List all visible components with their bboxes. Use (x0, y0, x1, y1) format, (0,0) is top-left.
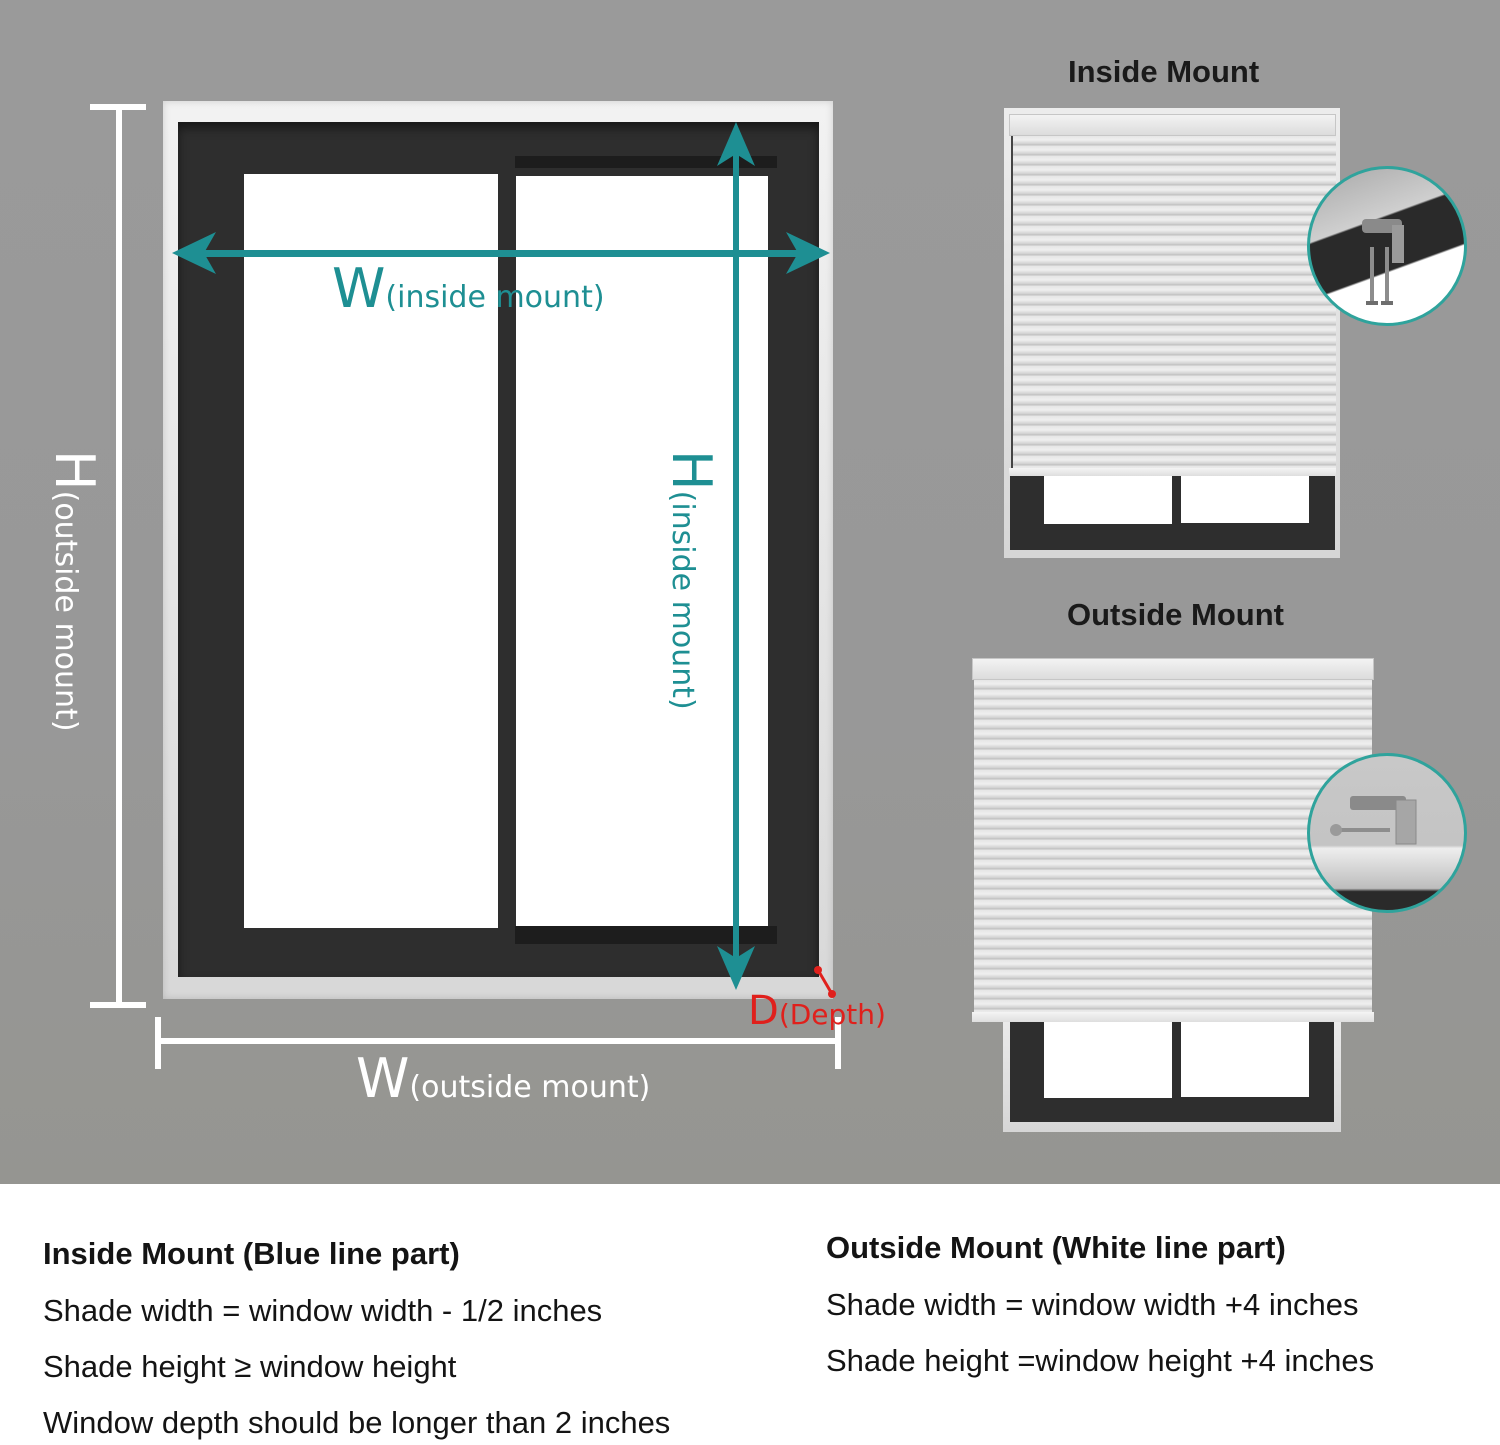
w-inside-line (190, 250, 812, 257)
h-outside-label: H(outside mount) (43, 450, 106, 732)
h-inside-label: H(inside mount) (660, 450, 723, 710)
outside-mount-title: Outside Mount (1067, 597, 1284, 632)
outside-mount-bottomrail (972, 1012, 1374, 1022)
inside-mount-headrail (1009, 114, 1336, 136)
arrow-up-icon (717, 122, 755, 166)
bracket-screw-icon (1330, 796, 1417, 845)
w-outside-line (155, 1038, 841, 1044)
inside-mount-rule: Window depth should be longer than 2 inc… (43, 1405, 671, 1440)
outside-mount-pane-left (1044, 1022, 1172, 1098)
arrow-right-icon (786, 232, 830, 274)
inside-mount-heading: Inside Mount (Blue line part) (43, 1236, 460, 1271)
outside-mount-headrail (972, 658, 1374, 680)
inside-mount-rule: Shade width = window width - 1/2 inches (43, 1293, 603, 1328)
outside-mount-rule: Shade width = window width +4 inches (826, 1287, 1359, 1322)
inside-mount-bottomrail (1009, 468, 1336, 476)
depth-label: D(Depth) (748, 988, 886, 1034)
inside-mount-pane-right (1181, 476, 1309, 523)
outside-mount-heading: Outside Mount (White line part) (826, 1230, 1286, 1265)
w-inside-label: W(inside mount) (332, 257, 605, 320)
arrow-down-icon (717, 946, 755, 990)
window-sash-top (515, 156, 777, 168)
h-outside-line (116, 104, 122, 1008)
inside-mount-pane-left (1044, 476, 1172, 524)
depth-marker-icon (814, 966, 836, 998)
inside-mount-bracket-detail (1307, 166, 1467, 326)
window-pane-right (516, 176, 768, 926)
outside-mount-rule: Shade height =window height +4 inches (826, 1343, 1375, 1378)
window-pane-left (244, 174, 498, 928)
outside-mount-pane-right (1181, 1022, 1309, 1097)
outside-mount-shade (974, 680, 1372, 1014)
h-inside-line (733, 140, 739, 970)
diagram-area: W(inside mount) H(inside mount) H(outsid… (0, 0, 1500, 1184)
inside-mount-title: Inside Mount (1068, 54, 1260, 89)
inside-mount-shade (1011, 136, 1336, 470)
w-outside-cap-right (835, 1017, 841, 1069)
arrow-left-icon (172, 232, 216, 274)
h-outside-cap-bottom (90, 1002, 146, 1008)
inside-mount-rule: Shade height ≥ window height (43, 1349, 457, 1384)
w-outside-label: W(outside mount) (356, 1047, 651, 1110)
bracket-screw-icon (1362, 219, 1404, 305)
outside-mount-bracket-detail (1307, 753, 1467, 913)
window-sash-bottom (515, 926, 777, 944)
